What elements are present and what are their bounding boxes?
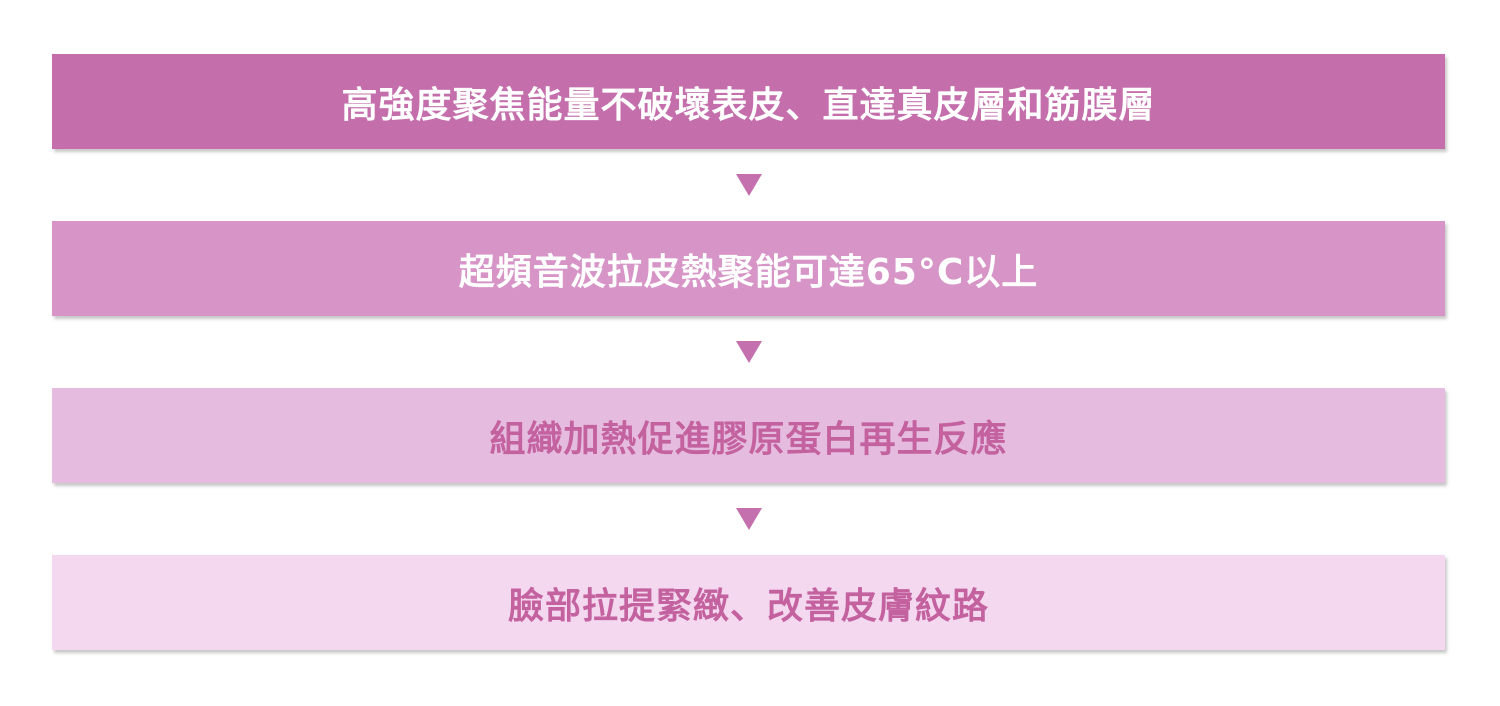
step-3-box: 組織加熱促進膠原蛋白再生反應 (52, 388, 1445, 483)
arrow-row-2 (52, 316, 1445, 388)
step-2-text: 超頻音波拉皮熱聚能可達65°C以上 (458, 251, 1039, 293)
arrow-row-3 (52, 483, 1445, 555)
down-arrow-icon (735, 341, 762, 363)
step-1-box: 高強度聚焦能量不破壞表皮、直達真皮層和筋膜層 (52, 54, 1445, 149)
step-4-text: 臉部拉提緊緻、改善皮膚紋路 (507, 585, 989, 627)
down-arrow-icon (735, 174, 762, 196)
step-1-text: 高強度聚焦能量不破壞表皮、直達真皮層和筋膜層 (341, 84, 1156, 126)
down-arrow-icon (735, 508, 762, 530)
arrow-row-1 (52, 149, 1445, 221)
step-2-box: 超頻音波拉皮熱聚能可達65°C以上 (52, 221, 1445, 316)
process-flow: 高強度聚焦能量不破壞表皮、直達真皮層和筋膜層 超頻音波拉皮熱聚能可達65°C以上… (52, 54, 1445, 650)
step-3-text: 組織加熱促進膠原蛋白再生反應 (489, 418, 1008, 460)
step-4-box: 臉部拉提緊緻、改善皮膚紋路 (52, 555, 1445, 650)
